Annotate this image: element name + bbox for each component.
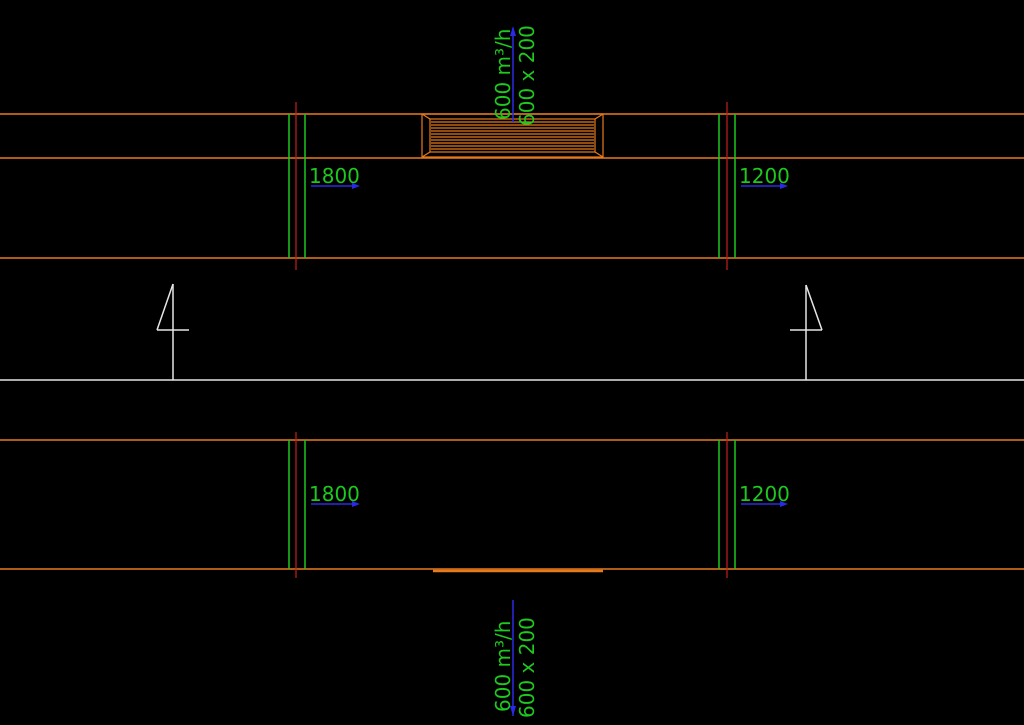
top-diffuser-leader-arrowhead — [510, 26, 516, 36]
bottom-duct: 1800 1200 600 m³/h 600 x 200 — [0, 432, 1024, 718]
top-left-damper-label: 1800 — [309, 164, 360, 188]
bottom-right-damper — [718, 432, 736, 578]
section-cut-line — [0, 283, 1024, 381]
top-duct: 1800 1200 600 m³/h 600 — [0, 25, 1024, 270]
top-diffuser-airflow-label: 600 m³/h — [491, 29, 515, 120]
bottom-right-arrowhead — [780, 501, 788, 507]
left-section-marker — [156, 283, 189, 380]
bottom-left-damper-label: 1800 — [309, 482, 360, 506]
bottom-diffuser-leader-arrowhead — [510, 706, 516, 716]
bottom-left-arrowhead — [352, 501, 360, 507]
bottom-diffuser-size-label: 600 x 200 — [515, 617, 539, 718]
bottom-diffuser-airflow-label: 600 m³/h — [491, 621, 515, 712]
top-diffuser-size-label: 600 x 200 — [515, 25, 539, 126]
top-left-damper — [288, 102, 306, 270]
top-right-arrowhead — [780, 183, 788, 189]
right-section-marker — [790, 284, 823, 380]
top-left-arrowhead — [352, 183, 360, 189]
bottom-left-damper — [288, 432, 306, 578]
top-right-damper — [718, 102, 736, 270]
